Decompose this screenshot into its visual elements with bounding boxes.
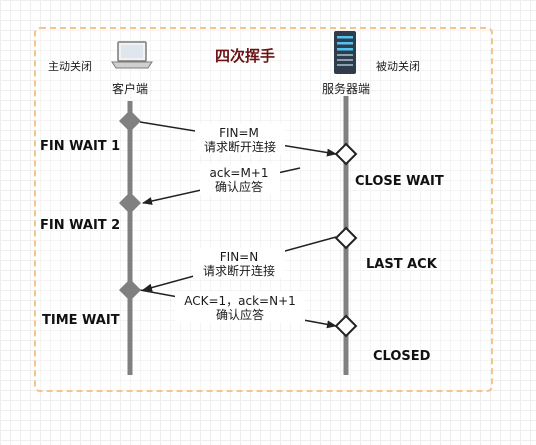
server-event-diamond bbox=[334, 226, 358, 250]
diagram-title: 四次挥手 bbox=[215, 47, 275, 65]
client-name: 客户端 bbox=[112, 81, 148, 96]
message-label-bg bbox=[193, 248, 285, 278]
message-3-line1: FIN=N bbox=[220, 250, 258, 264]
client-state-fin-wait-1: FIN WAIT 1 bbox=[40, 139, 120, 154]
diagram-frame bbox=[34, 27, 493, 392]
server-state-closed: CLOSED bbox=[373, 349, 431, 364]
client-state-fin-wait-2: FIN WAIT 2 bbox=[40, 218, 120, 233]
server-event-diamond bbox=[334, 142, 358, 166]
message-1-line2: 请求断开连接 bbox=[204, 139, 276, 154]
client-event-diamond bbox=[119, 110, 141, 132]
message-label-bg bbox=[175, 292, 305, 322]
server-icon bbox=[334, 31, 356, 74]
message-2-line2: 确认应答 bbox=[215, 179, 263, 194]
client-role-label: 主动关闭 bbox=[48, 59, 92, 73]
server-role-label: 被动关闭 bbox=[376, 59, 420, 73]
message-4-line2: 确认应答 bbox=[216, 307, 264, 322]
server-state-last-ack: LAST ACK bbox=[366, 257, 438, 272]
server-state-close-wait: CLOSE WAIT bbox=[355, 174, 444, 189]
client-event-diamond bbox=[119, 279, 141, 301]
message-2-line1: ack=M+1 bbox=[210, 166, 269, 180]
message-3-line2: 请求断开连接 bbox=[203, 263, 275, 278]
server-name: 服务器端 bbox=[322, 81, 370, 96]
message-label-bg bbox=[195, 124, 285, 154]
server-event-diamond bbox=[334, 314, 358, 338]
client-state-time-wait: TIME WAIT bbox=[42, 313, 120, 328]
laptop-icon bbox=[111, 41, 153, 69]
message-4-line1: ACK=1，ack=N+1 bbox=[184, 294, 296, 308]
client-event-diamond bbox=[119, 192, 141, 214]
message-label-bg bbox=[200, 164, 280, 194]
message-1-line1: FIN=M bbox=[219, 126, 259, 140]
